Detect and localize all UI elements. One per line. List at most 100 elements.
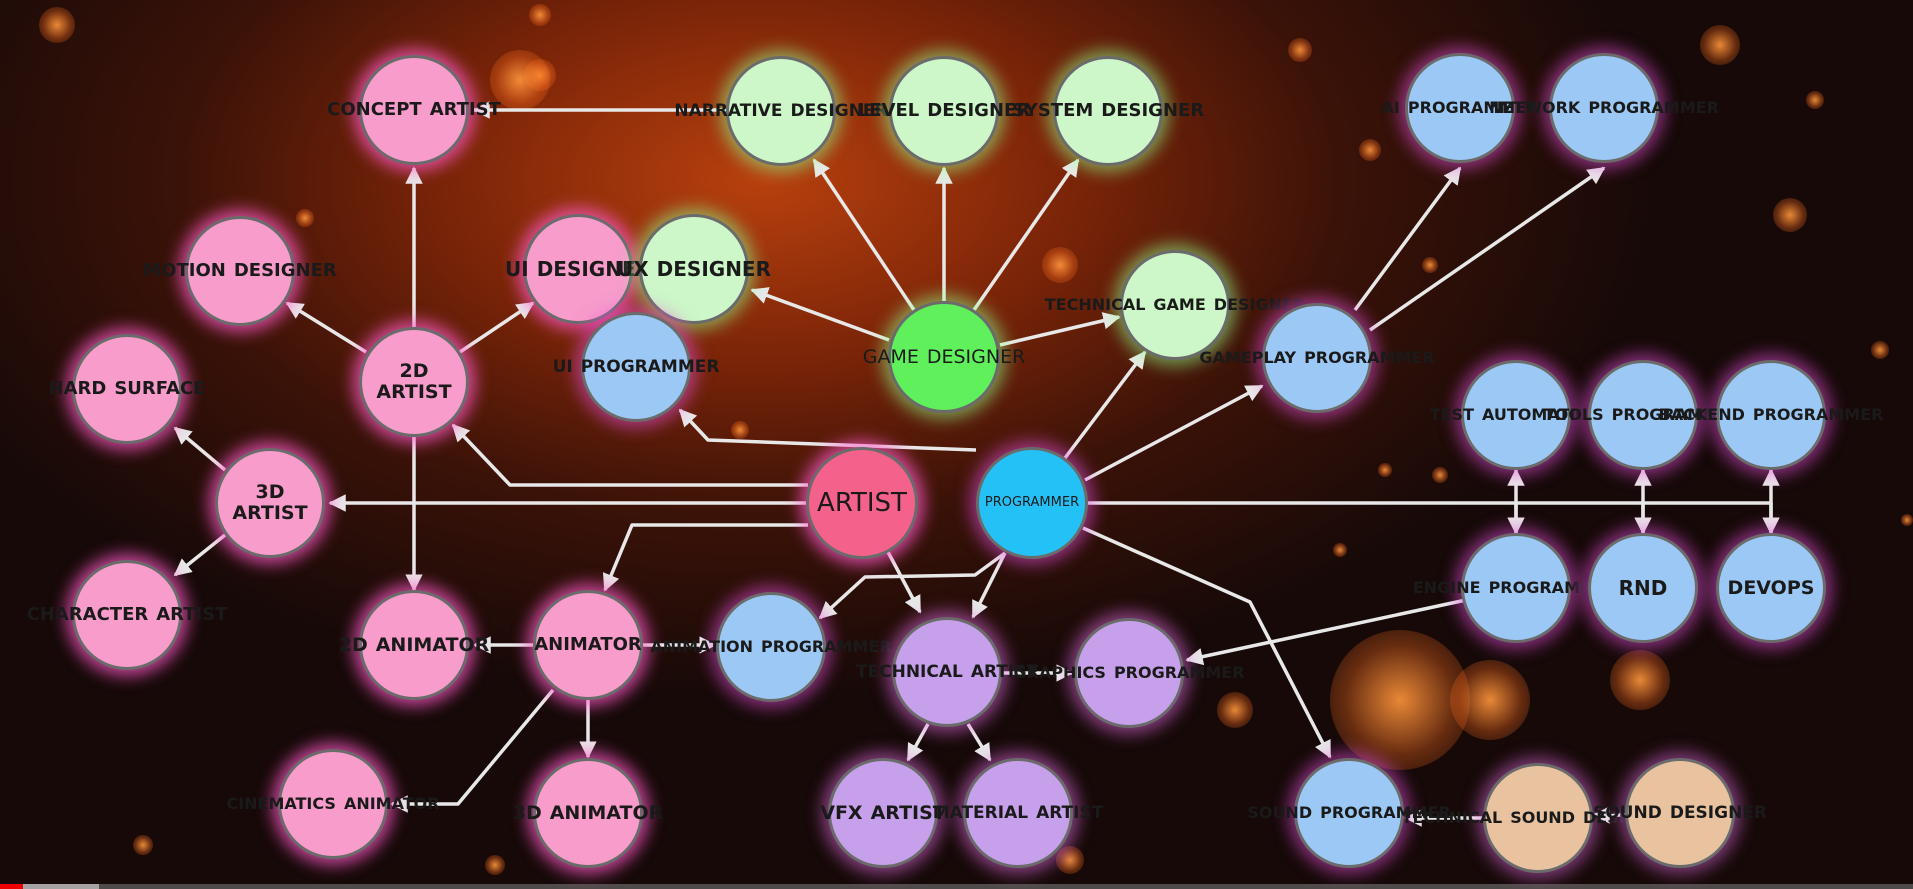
node-label-line: Backend: [1658, 405, 1745, 425]
node-label-line: Designer: [790, 100, 888, 121]
node-2d-animator: 2DAnimator: [339, 590, 489, 700]
node-label-line: VFX: [820, 801, 863, 824]
node-animator: Animator: [533, 590, 643, 700]
node-sound-designer: SoundDesigner: [1593, 758, 1767, 868]
node-label-line: AI: [1381, 98, 1400, 118]
node-label-line: Programmer: [1752, 405, 1884, 425]
node-label-line: Technical: [855, 661, 963, 682]
node-ux-designer: UX Designer: [617, 214, 771, 324]
node-label-line: Programmer: [1407, 98, 1539, 118]
node-label-line: Animator: [534, 634, 642, 656]
arrow-game-designer-to-narrative-designer: [812, 158, 916, 311]
node-label-line: Sound: [1510, 808, 1575, 828]
node-vfx-artist: VFX Artist: [820, 758, 946, 868]
node-tools-programmer: Tools Programmer: [1544, 360, 1742, 470]
arrow-engine-programmer-to-graphics-programmer: [1185, 598, 1467, 666]
node-3d-animator: 3DAnimator: [513, 758, 663, 868]
arrow-artist-to-technical-artist: [886, 551, 922, 614]
node-label-line: Designer: [1669, 802, 1768, 823]
node-label-line: ARTIST: [817, 487, 907, 518]
node-label-line: 2D: [338, 633, 368, 656]
node-label-line: Artist: [156, 604, 228, 626]
node-programmer: PROGRAMMER: [976, 447, 1088, 559]
node-narrative-designer: Narrative Designer: [674, 56, 888, 166]
node-label-line: UI: [552, 356, 573, 377]
arrow-3d-artist-to-hard-surface: [173, 426, 227, 472]
node-ai-programmer: AI Programmer: [1382, 53, 1538, 163]
node-label-line: Designer: [656, 257, 771, 281]
node-level-designer: Level Designer: [858, 56, 1030, 166]
node-label-line: Tools: [1543, 405, 1604, 425]
node-label-line: Animation: [650, 637, 754, 657]
node-rnd: RnD: [1588, 533, 1698, 643]
node-label-line: Narrative: [674, 100, 783, 121]
arrow-programmer-to-technical-artist: [971, 552, 1007, 619]
video-progress-track[interactable]: [0, 884, 1913, 889]
node-label-line: Artist: [970, 661, 1039, 682]
node-label-line: Animator: [343, 794, 440, 814]
node-test-automation: TestAutomation: [1430, 360, 1602, 470]
arrow-gameplay-programmer-to-ai-programmer: [1353, 166, 1462, 312]
node-engine-programmer: EngineProgrammer: [1413, 533, 1619, 643]
node-label-line: Programmer: [1488, 578, 1620, 598]
node-motion-designer: MotionDesigner: [143, 216, 337, 326]
node-technical-sound-designer: TechnicalSoundDesigner: [1402, 763, 1674, 873]
node-label-line: RnD: [1618, 576, 1668, 600]
arrow-programmer-to-engine-programmer: [1088, 501, 1525, 535]
node-label-line: Graphics: [1013, 663, 1106, 683]
node-label-line: Technical: [1044, 295, 1146, 315]
arrow-game-designer-to-ux-designer: [750, 287, 890, 342]
node-sound-programmer: SoundProgrammer: [1247, 758, 1451, 868]
node-label-line: Programmer: [1304, 348, 1435, 368]
node-label-line: PROGRAMMER: [984, 494, 1080, 510]
arrow-animator-to-cinematics-animator: [390, 688, 555, 813]
node-label-line: Test: [1429, 405, 1474, 425]
node-label-line: Programmer: [1588, 98, 1719, 118]
arrow-game-designer-to-technical-game-designer: [999, 312, 1121, 347]
video-progress-buffered: [22, 884, 100, 889]
node-graphics-programmer: GraphicsProgrammer: [1013, 618, 1245, 728]
node-label-line: GAME: [862, 345, 919, 368]
node-label-line: Programmer: [580, 356, 720, 377]
arrow-gameplay-programmer-to-network-programmer: [1369, 166, 1606, 332]
node-label-line: Artist: [1036, 802, 1104, 823]
node-label-line: Game: [1153, 295, 1206, 315]
node-label-line: Designer: [927, 100, 1031, 122]
node-label-line: Artist: [870, 801, 946, 824]
arrow-artist-to-animator: [602, 523, 808, 592]
video-progress-played[interactable]: [0, 884, 23, 889]
node-label-line: DevOps: [1727, 576, 1815, 599]
node-devops: DevOps: [1716, 533, 1826, 643]
node-label-line: 3D: [512, 801, 542, 824]
node-character-artist: Character Artist: [27, 560, 227, 670]
arrow-technical-artist-to-material-artist: [966, 723, 992, 762]
node-label-line: UI: [505, 257, 529, 281]
node-concept-artist: ConceptArtist: [327, 55, 501, 165]
node-gameplay-programmer: Gameplay Programmer: [1199, 303, 1435, 413]
arrow-game-designer-to-system-designer: [972, 158, 1080, 311]
arrow-programmer-to-animation-programmer: [818, 551, 1007, 620]
arrow-2d-artist-to-motion-designer: [285, 301, 367, 354]
node-label-line: Concept: [327, 99, 422, 121]
node-label-line: Programmer: [1611, 405, 1743, 425]
node-label-line: 2D Artist: [376, 360, 452, 403]
node-label-line: Technical: [1401, 808, 1503, 828]
node-artist: ARTIST: [806, 447, 918, 559]
node-label-line: Designer: [233, 260, 337, 282]
node-label-line: Character: [26, 604, 149, 626]
arrow-programmer-to-ui-programmer: [678, 408, 977, 452]
node-label-line: Surface: [114, 378, 206, 400]
node-label-line: Sound: [1247, 803, 1313, 823]
node-technical-game-designer: TechnicalGameDesigner: [1045, 250, 1305, 360]
node-label-line: Hard: [48, 378, 107, 400]
node-technical-artist: Technical Artist: [856, 617, 1038, 727]
node-system-designer: SystemDesigner: [1012, 56, 1204, 166]
node-label-line: Designer: [536, 257, 652, 281]
node-label-line: Gameplay: [1199, 348, 1297, 368]
node-label-line: Cinematics: [226, 794, 336, 814]
node-label-line: UX: [617, 257, 649, 281]
node-label-line: Level: [857, 100, 920, 122]
node-cinematics-animator: Cinematics Animator: [226, 749, 440, 859]
